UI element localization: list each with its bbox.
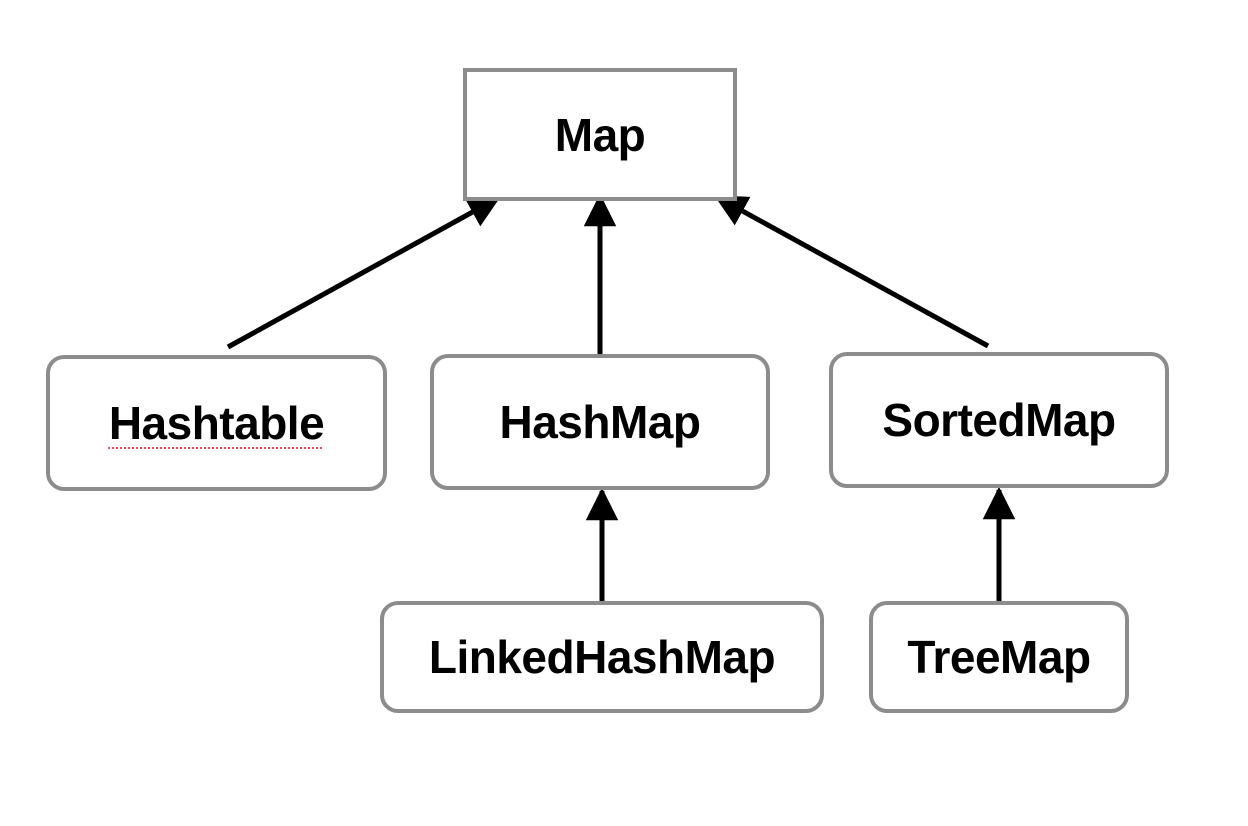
node-label-treemap: TreeMap bbox=[907, 631, 1091, 683]
node-label-map: Map bbox=[554, 108, 646, 161]
edge-hashtable-to-map bbox=[226, 195, 501, 350]
node-hashmap: HashMap bbox=[430, 354, 770, 490]
node-treemap: TreeMap bbox=[869, 601, 1129, 713]
node-label-sortedmap: SortedMap bbox=[882, 394, 1116, 446]
node-label-hashtable: Hashtable bbox=[108, 397, 325, 449]
edge-sortedmap-to-map bbox=[714, 194, 990, 349]
node-label-linkedhashmap: LinkedHashMap bbox=[428, 631, 776, 683]
node-sortedmap: SortedMap bbox=[829, 352, 1169, 488]
node-label-hashmap: HashMap bbox=[499, 396, 701, 448]
node-linkedhashmap: LinkedHashMap bbox=[380, 601, 824, 713]
node-map: Map bbox=[463, 68, 737, 201]
node-hashtable: Hashtable bbox=[46, 355, 387, 491]
